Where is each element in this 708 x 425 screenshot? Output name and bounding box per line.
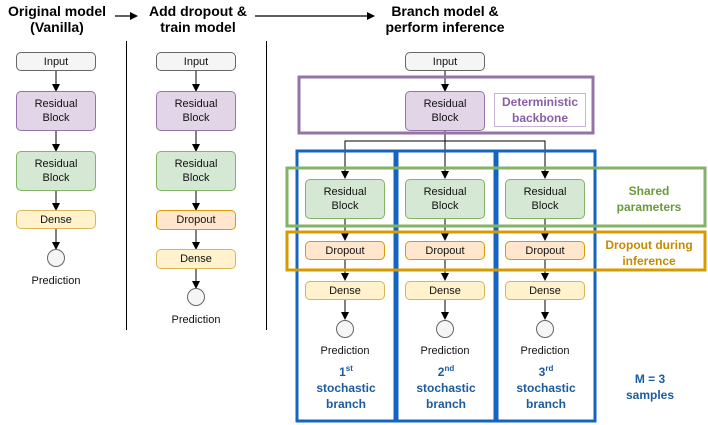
branch-frame-1 <box>295 149 397 423</box>
branch1-prediction-label: Prediction <box>320 345 370 357</box>
branch1-prediction-circle <box>336 320 354 338</box>
branch-frame-2 <box>395 149 497 423</box>
branch2-prediction-circle <box>436 320 454 338</box>
col2-prediction-label: Prediction <box>171 314 221 326</box>
col2-input-node: Input <box>156 52 236 71</box>
branch2-prediction-label: Prediction <box>420 345 470 357</box>
deterministic-backbone-label: Deterministic backbone <box>494 93 586 127</box>
deterministic-backbone-frame <box>297 75 595 135</box>
branch2-dense-node: Dense <box>405 281 485 300</box>
dropout-during-inference-label: Dropout during inference <box>605 238 693 268</box>
column-separator-2 <box>266 41 267 330</box>
branch2-label: 2nd stochastic branch <box>416 364 476 412</box>
shared-parameters-frame <box>285 166 707 228</box>
header-branch-model: Branch model & perform inference <box>385 3 505 35</box>
col3-input-node: Input <box>405 52 485 71</box>
dropout-inference-frame <box>285 230 707 272</box>
branch2-dropout-node: Dropout <box>405 241 485 260</box>
branch3-dropout-node: Dropout <box>505 241 585 260</box>
col1-prediction-circle <box>47 249 65 267</box>
col2-dropout-node: Dropout <box>156 210 236 230</box>
header-original-model: Original model (Vanilla) <box>7 3 106 35</box>
branch3-label: 3rd stochastic branch <box>516 364 576 412</box>
column-separator-1 <box>126 41 127 330</box>
col1-prediction-label: Prediction <box>31 275 81 287</box>
branch-frame-3 <box>495 149 597 423</box>
col1-dense-node: Dense <box>16 210 96 229</box>
col3-arrows <box>341 71 549 320</box>
col2-prediction-circle <box>187 288 205 306</box>
branch3-dense-node: Dense <box>505 281 585 300</box>
branch1-dense-node: Dense <box>305 281 385 300</box>
branch1-dropout-node: Dropout <box>305 241 385 260</box>
shared-parameters-label: Shared parameters <box>616 184 682 214</box>
samples-count-label: M = 3 samples <box>625 372 675 402</box>
branch3-prediction-label: Prediction <box>520 345 570 357</box>
branch1-label: 1st stochastic branch <box>316 364 376 412</box>
branch3-prediction-circle <box>536 320 554 338</box>
col1-input-node: Input <box>16 52 96 71</box>
header-add-dropout: Add dropout & train model <box>149 3 247 35</box>
col2-dense-node: Dense <box>156 249 236 269</box>
